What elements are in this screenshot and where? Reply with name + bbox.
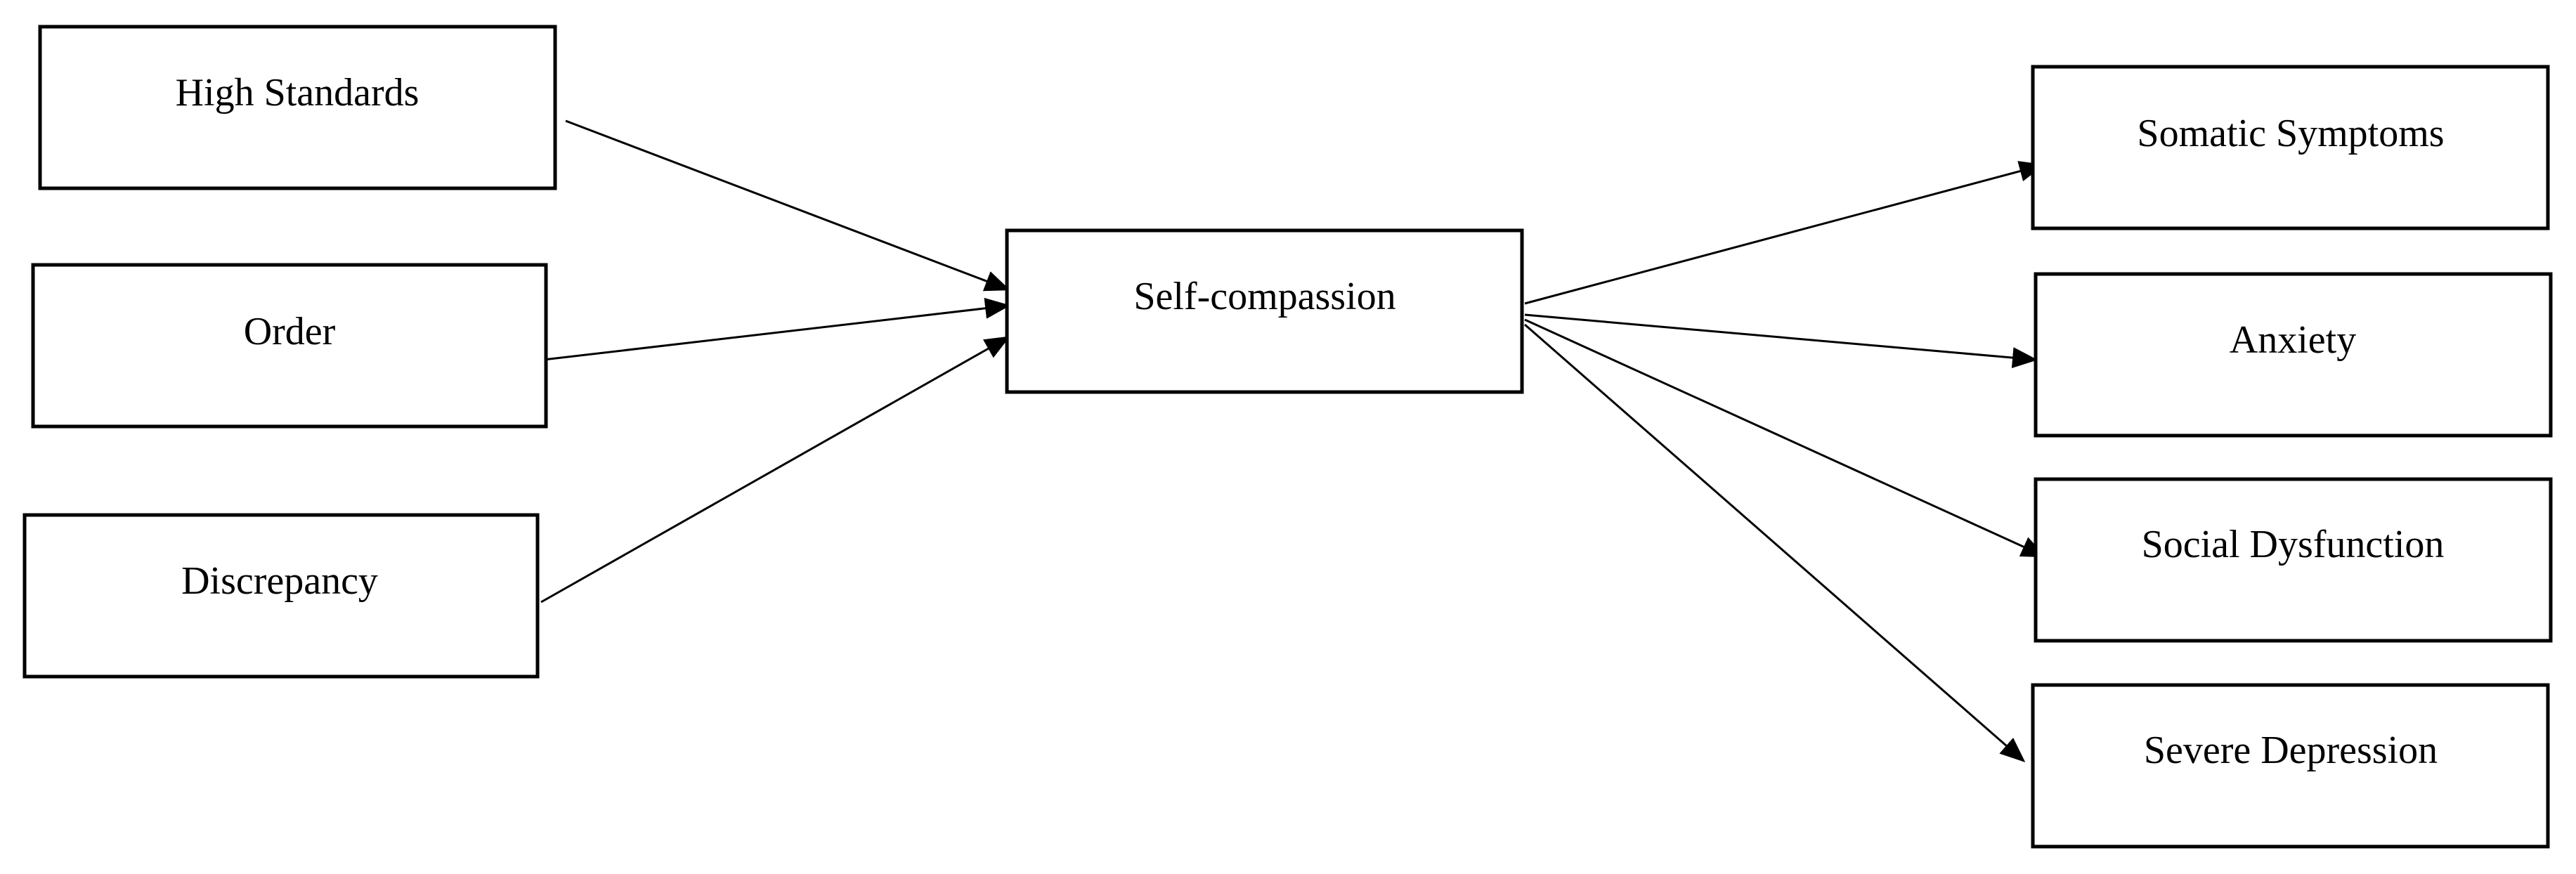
node-somatic-symptoms: Somatic Symptoms [2031,65,2550,230]
node-severe-depression: Severe Depression [2031,683,2550,849]
edges [537,119,2047,762]
edge-self-compassion-to-social-dysfunction [1524,318,2047,558]
edge-discrepancy-to-self-compassion [540,336,1010,604]
node-order: Order [31,263,548,429]
node-discrepancy: Discrepancy [22,513,540,679]
edge-order-to-self-compassion [537,297,1010,362]
node-label: Social Dysfunction [2142,523,2445,566]
edge-self-compassion-to-somatic-symptoms [1524,161,2045,305]
node-label: High Standards [176,71,419,115]
node-label: Self-compassion [1133,275,1396,318]
node-anxiety: Anxiety [2034,272,2553,438]
node-self-compassion: Self-compassion [1005,228,1524,394]
node-high-standards: High Standards [38,25,557,190]
node-social-dysfunction: Social Dysfunction [2034,477,2553,643]
node-label: Severe Depression [2144,729,2438,772]
node-label: Anxiety [2230,318,2356,362]
node-label: Somatic Symptoms [2137,112,2444,155]
edge-self-compassion-to-anxiety [1524,313,2038,369]
edge-high-standards-to-self-compassion [565,119,1010,292]
edge-self-compassion-to-severe-depression [1524,323,2026,762]
node-label: Discrepancy [181,559,378,603]
node-label: Order [244,310,336,353]
